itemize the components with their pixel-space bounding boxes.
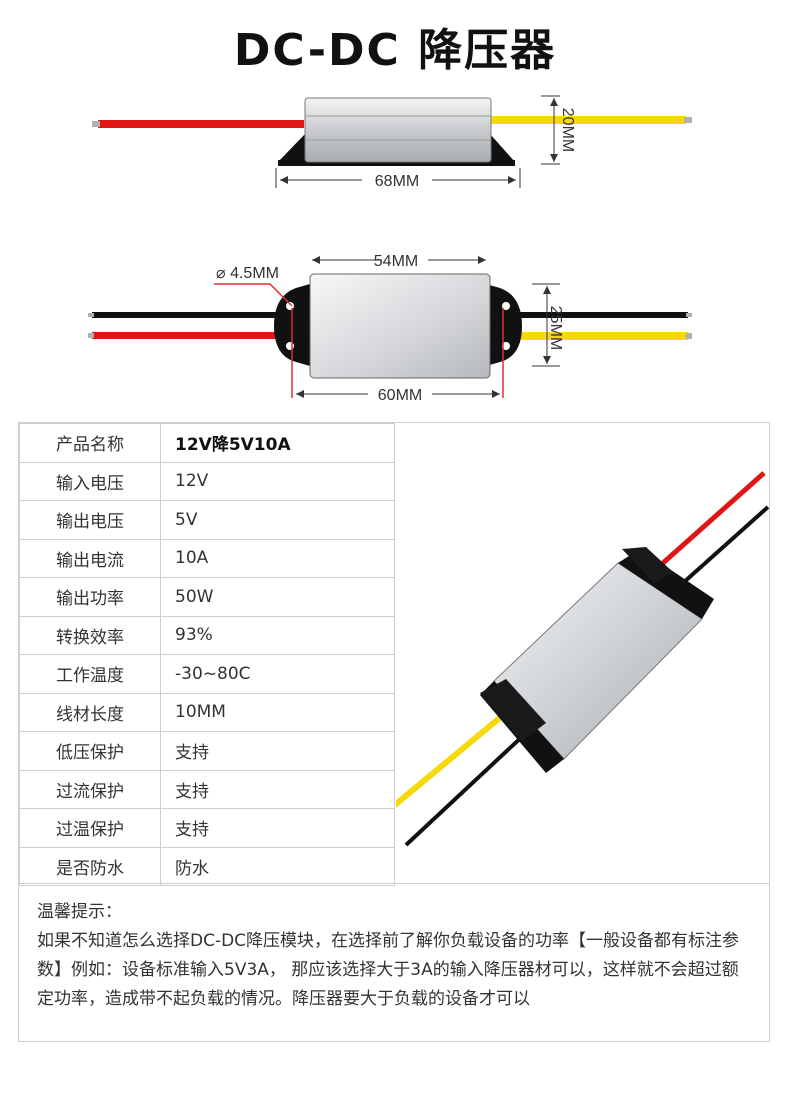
tips-section: 温馨提示： 如果不知道怎么选择DC-DC降压模块，在选择前了解你负载设备的功率【… bbox=[18, 884, 770, 1042]
spec-value: 支持 bbox=[160, 769, 395, 809]
spec-label: 低压保护 bbox=[19, 731, 161, 771]
spec-label: 转换效率 bbox=[19, 615, 161, 655]
top-view-diagram: 54MM ⌀ 4.5MM 60MM 25MM bbox=[88, 253, 692, 404]
spec-value: 防水 bbox=[160, 846, 395, 886]
spec-row: 低压保护支持 bbox=[19, 731, 395, 771]
spec-value: -30~80C bbox=[160, 654, 395, 694]
width-54mm-label: 54MM bbox=[374, 253, 418, 270]
photo-black-wire-bottom bbox=[404, 731, 528, 847]
spec-row: 是否防水防水 bbox=[19, 846, 395, 886]
housing-side bbox=[304, 97, 492, 163]
photo-red-wire bbox=[652, 471, 766, 573]
product-photo bbox=[396, 471, 769, 847]
spec-value: 12V bbox=[160, 461, 395, 501]
spec-label: 输出电流 bbox=[19, 538, 161, 578]
hole-diameter-label: ⌀ 4.5MM bbox=[216, 265, 279, 282]
housing-top bbox=[309, 273, 491, 379]
photo-yellow-wire bbox=[396, 708, 510, 808]
yellow-wire bbox=[490, 116, 686, 124]
hole-span-60mm-label: 60MM bbox=[378, 387, 422, 404]
spec-label: 过温保护 bbox=[19, 808, 161, 848]
mount-ear-right bbox=[486, 284, 522, 366]
length-68mm-label: 68MM bbox=[375, 173, 419, 190]
spec-value: 93% bbox=[160, 615, 395, 655]
mount-foot-right bbox=[490, 134, 515, 162]
page-title: DC-DC 降压器 bbox=[233, 25, 557, 76]
tips-heading: 温馨提示： bbox=[37, 902, 122, 922]
spec-value: 50W bbox=[160, 577, 395, 617]
spec-value: 支持 bbox=[160, 731, 395, 771]
spec-label: 工作温度 bbox=[19, 654, 161, 694]
red-wire bbox=[98, 120, 304, 128]
spec-label: 是否防水 bbox=[19, 846, 161, 886]
spec-row: 过温保护支持 bbox=[19, 808, 395, 848]
spec-label: 输出电压 bbox=[19, 500, 161, 540]
spec-row: 工作温度-30~80C bbox=[19, 654, 395, 694]
spec-row: 过流保护支持 bbox=[19, 769, 395, 809]
spec-label: 输入电压 bbox=[19, 461, 161, 501]
spec-value: 12V降5V10A bbox=[160, 423, 395, 463]
spec-value: 10MM bbox=[160, 692, 395, 732]
photo-black-wire-top bbox=[672, 505, 769, 593]
tips-body: 如果不知道怎么选择DC-DC降压模块，在选择前了解你负载设备的功率【一般设备都有… bbox=[37, 931, 740, 1009]
height-20mm-label: 20MM bbox=[559, 108, 576, 152]
black-wire-left bbox=[92, 312, 292, 318]
mount-foot-left bbox=[278, 134, 305, 162]
black-wire-right bbox=[500, 312, 688, 318]
red-wire-left bbox=[92, 332, 292, 339]
spec-label: 过流保护 bbox=[19, 769, 161, 809]
yellow-wire-right bbox=[500, 332, 688, 340]
depth-25mm-label: 25MM bbox=[547, 306, 564, 350]
spec-value: 10A bbox=[160, 538, 395, 578]
spec-label: 输出功率 bbox=[19, 577, 161, 617]
spec-value: 支持 bbox=[160, 808, 395, 848]
side-view-diagram: 20MM 68MM bbox=[92, 95, 692, 190]
spec-value: 5V bbox=[160, 500, 395, 540]
spec-label: 产品名称 bbox=[19, 423, 161, 463]
spec-label: 线材长度 bbox=[19, 692, 161, 732]
